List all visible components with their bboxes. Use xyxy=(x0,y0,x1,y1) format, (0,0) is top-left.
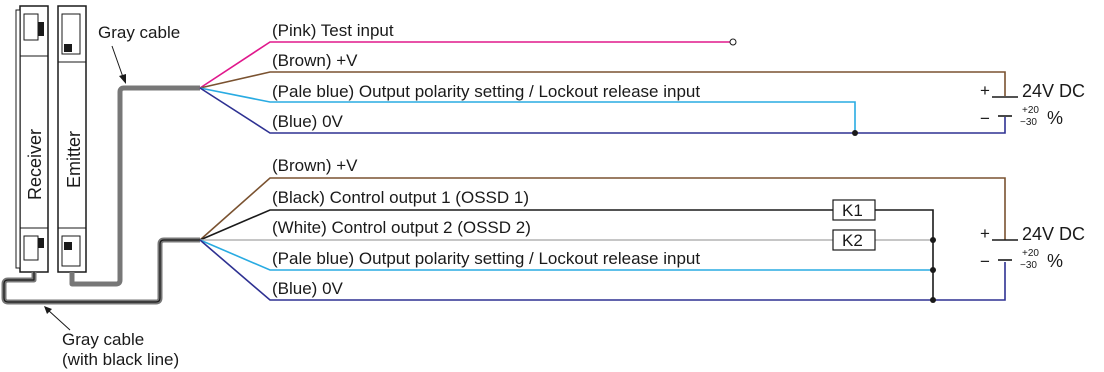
bottom-cable-arrow-icon xyxy=(44,306,52,314)
receiver-junction-blue xyxy=(930,297,936,303)
emitter-wiring xyxy=(199,38,1006,136)
power-supply-top: + − 24V DC +20 −30 % xyxy=(980,81,1085,128)
top-cable-arrow-icon xyxy=(119,74,126,84)
emitter-unit: Emitter xyxy=(57,5,87,273)
power-top-voltage: 24V DC xyxy=(1022,81,1085,101)
power-supply-bottom: + − 24V DC +20 −30 % xyxy=(980,224,1085,271)
emitter-label: Emitter xyxy=(64,131,84,188)
receiver-unit: Receiver xyxy=(15,5,49,273)
emitter-wire-brown-label: (Brown) +V xyxy=(272,51,358,70)
bottom-cable-label-line2: (with black line) xyxy=(62,350,179,369)
power-top-minus: − xyxy=(980,109,990,128)
emitter-wire-pink-label: (Pink) Test input xyxy=(272,21,394,40)
receiver-wire-blue xyxy=(199,239,1006,301)
receiver-wire-black-out xyxy=(875,209,934,300)
receiver-wire-brown-label: (Brown) +V xyxy=(272,156,358,175)
relay-k1: K1 xyxy=(832,199,876,221)
receiver-wire-black-label: (Black) Control output 1 (OSSD 1) xyxy=(272,188,529,207)
power-bottom-plus: + xyxy=(980,224,990,243)
receiver-cable-stripe xyxy=(3,239,200,303)
power-top-tol-minus: −30 xyxy=(1020,117,1037,128)
power-top-plus: + xyxy=(980,81,990,100)
emitter-wire-brown xyxy=(199,71,1006,96)
relay-k1-label: K1 xyxy=(842,201,863,220)
relay-k2-label: K2 xyxy=(842,231,863,250)
bottom-cable-leader xyxy=(47,309,71,331)
receiver-junction-pale-blue xyxy=(930,267,936,273)
emitter-wire-blue xyxy=(199,87,1006,134)
top-cable-label: Gray cable xyxy=(98,23,180,42)
power-bottom-minus: − xyxy=(980,252,990,271)
emitter-wire-pink xyxy=(199,41,730,89)
receiver-wire-white-label: (White) Control output 2 (OSSD 2) xyxy=(272,218,531,237)
emitter-junction-dot xyxy=(852,130,858,136)
receiver-junction-white xyxy=(930,237,936,243)
receiver-wire-brown xyxy=(199,177,1006,241)
receiver-label: Receiver xyxy=(25,129,45,200)
power-bottom-percent: % xyxy=(1047,251,1063,271)
power-top-percent: % xyxy=(1047,108,1063,128)
receiver-wire-pale-blue xyxy=(199,239,933,271)
power-top-tol-plus: +20 xyxy=(1022,105,1039,116)
emitter-wire-blue-label: (Blue) 0V xyxy=(272,112,344,131)
bottom-cable-label-line1: Gray cable xyxy=(62,330,144,349)
power-bottom-voltage: 24V DC xyxy=(1022,224,1085,244)
power-bottom-tol-plus: +20 xyxy=(1022,248,1039,259)
receiver-wire-pale-blue-label: (Pale blue) Output polarity setting / Lo… xyxy=(272,249,700,268)
top-cable-leader xyxy=(111,45,125,81)
test-input-terminal xyxy=(729,38,737,46)
emitter-wire-pale-blue-label: (Pale blue) Output polarity setting / Lo… xyxy=(272,82,700,101)
emitter-wire-pale-blue xyxy=(199,87,856,133)
receiver-wiring xyxy=(199,177,1006,303)
receiver-wire-black xyxy=(199,209,833,241)
receiver-wire-blue-label: (Blue) 0V xyxy=(272,279,344,298)
emitter-gray-cable xyxy=(69,85,200,287)
relay-k2: K2 xyxy=(832,229,876,251)
power-bottom-tol-minus: −30 xyxy=(1020,260,1037,271)
